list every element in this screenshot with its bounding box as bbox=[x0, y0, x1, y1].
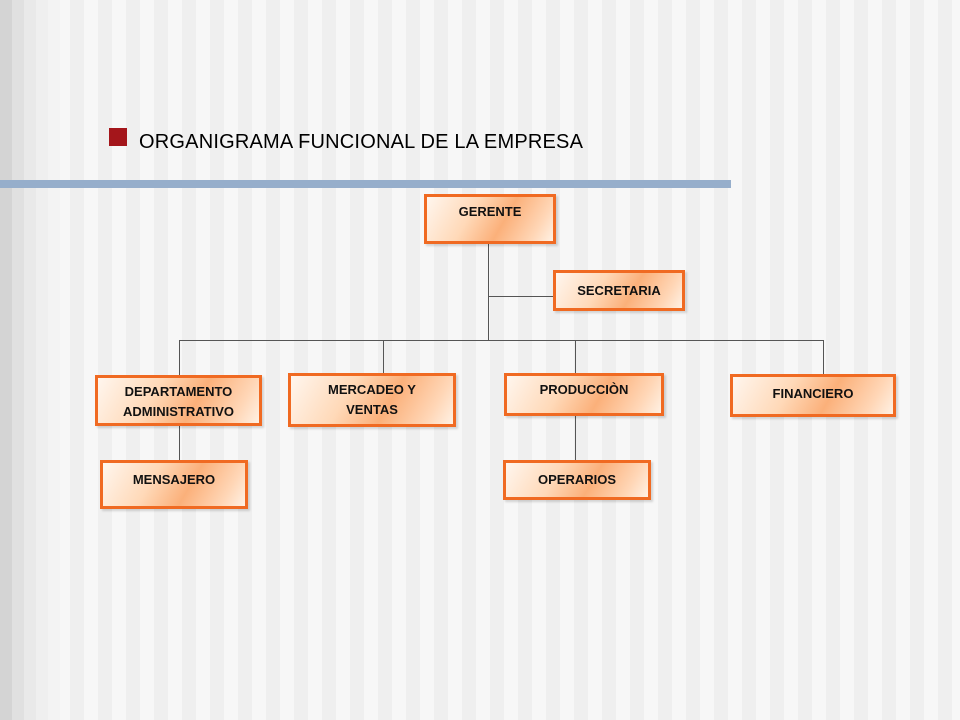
box-secretaria: SECRETARIA bbox=[553, 270, 685, 311]
connector-produccion bbox=[575, 340, 576, 374]
box-mercadeo-label: MERCADEO Y VENTAS bbox=[328, 382, 416, 417]
box-operarios-label: OPERARIOS bbox=[537, 472, 616, 487]
box-secretaria-label: SECRETARIA bbox=[577, 283, 661, 298]
box-financiero: FINANCIERO bbox=[730, 374, 896, 417]
connector-horizontal-bus bbox=[179, 340, 824, 341]
connector-gerente-down bbox=[488, 244, 489, 341]
box-gerente: GERENTE bbox=[424, 194, 556, 244]
connector-mensajero bbox=[179, 425, 180, 461]
box-produccion-label: PRODUCCIÒN bbox=[539, 382, 629, 397]
box-departamento-administrativo: DEPARTAMENTO ADMINISTRATIVO bbox=[95, 375, 262, 426]
title-divider bbox=[0, 180, 731, 188]
connector-financiero bbox=[823, 340, 824, 375]
title-bullet-icon bbox=[109, 128, 127, 146]
box-financiero-label: FINANCIERO bbox=[772, 386, 854, 401]
box-produccion: PRODUCCIÒN bbox=[504, 373, 664, 416]
connector-mercadeo bbox=[383, 340, 384, 374]
box-operarios: OPERARIOS bbox=[503, 460, 651, 500]
page-title: ORGANIGRAMA FUNCIONAL DE LA EMPRESA bbox=[139, 131, 584, 153]
box-mensajero: MENSAJERO bbox=[100, 460, 248, 509]
connector-administrativo bbox=[179, 340, 180, 375]
connector-operarios bbox=[575, 415, 576, 461]
box-mensajero-label: MENSAJERO bbox=[132, 472, 216, 487]
box-administrativo-label: DEPARTAMENTO ADMINISTRATIVO bbox=[123, 384, 234, 419]
connector-secretaria bbox=[488, 296, 553, 297]
box-gerente-label: GERENTE bbox=[458, 204, 522, 219]
box-mercadeo-ventas: MERCADEO Y VENTAS bbox=[288, 373, 456, 427]
